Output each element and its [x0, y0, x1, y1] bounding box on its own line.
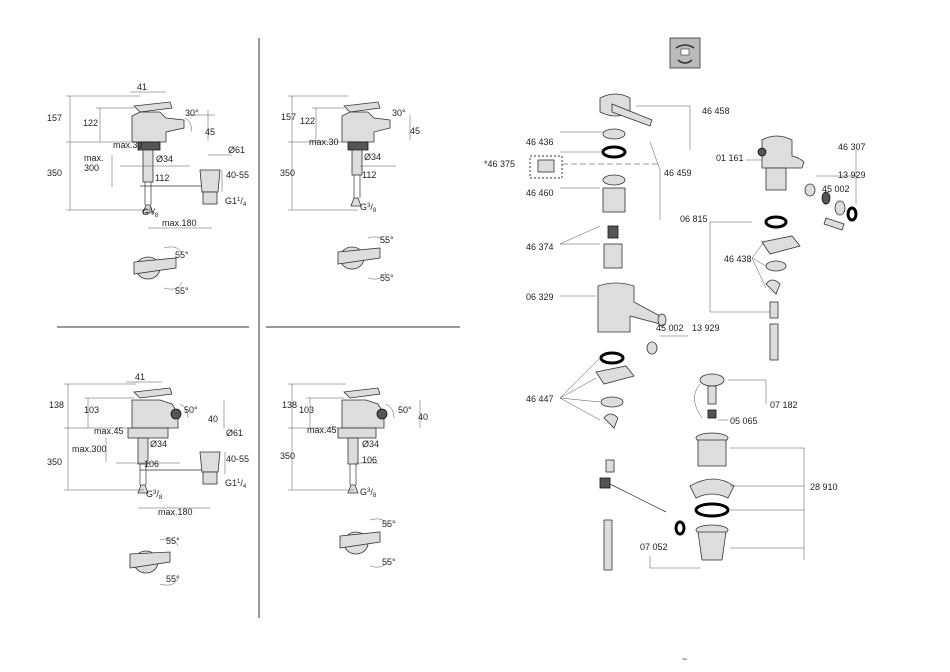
- part-06329: 06 329: [526, 292, 554, 302]
- dim-v1-40-55: 40-55: [226, 170, 249, 180]
- part-28910: 28 910: [810, 482, 838, 492]
- angle-v3-top: 55°: [166, 536, 180, 546]
- dim-v1-350: 350: [47, 168, 62, 178]
- part-46459: 46 459: [664, 168, 692, 178]
- part-07052: 07 052: [640, 542, 668, 552]
- part-45002-a: 45 002: [656, 323, 684, 333]
- dim-v4-50deg: 50°: [398, 405, 412, 415]
- dim-v2-45: 45: [410, 126, 420, 136]
- part-45002-b: 45 002: [822, 184, 850, 194]
- part-07182: 07 182: [770, 400, 798, 410]
- dim-v1-122: 122: [83, 118, 98, 128]
- part-46375: *46 375: [484, 159, 515, 169]
- dim-v3-50deg: 50°: [184, 405, 198, 415]
- dim-v3-41: 41: [135, 372, 145, 382]
- part-46374: 46 374: [526, 242, 554, 252]
- dim-v1-41: 41: [137, 82, 147, 92]
- dim-v4-40: 40: [418, 412, 428, 422]
- dim-v1-thread-g: G3/8: [142, 207, 159, 219]
- part-46458: 46 458: [702, 106, 730, 116]
- dim-v1-300: 300: [84, 163, 99, 173]
- part-46438: 46 438: [724, 254, 752, 264]
- dim-v1-d34: Ø34: [156, 154, 173, 164]
- part-13929-a: 13 929: [692, 323, 720, 333]
- dim-v2-d34: Ø34: [364, 152, 381, 162]
- dim-v3-d61: Ø61: [226, 428, 243, 438]
- exploded-view-spare-parts: 46 458 46 436 *46 375 46 460 46 459 46 3…: [484, 37, 866, 571]
- dim-v3-103: 103: [84, 405, 99, 415]
- part-46447: 46 447: [526, 394, 554, 404]
- dim-v2-30deg: 30°: [392, 108, 406, 118]
- dim-v1-30deg: 30°: [185, 108, 199, 118]
- dim-v1-112: 112: [155, 173, 169, 183]
- dim-v3-40-55: 40-55: [226, 454, 249, 464]
- dim-v4-max45: max.45: [307, 425, 337, 435]
- part-05065: 05 065: [730, 416, 758, 426]
- dim-v3-max45: max.45: [94, 426, 124, 436]
- dim-v3-thread-g: G3/8: [146, 489, 163, 501]
- dim-v4-106: 106: [362, 455, 377, 465]
- dim-v4-350: 350: [280, 451, 295, 461]
- bottom-mark: ~: [682, 654, 687, 664]
- part-06815: 06 815: [680, 214, 708, 224]
- dim-v4-d34: Ø34: [362, 439, 379, 449]
- angle-v2-bottom: 55°: [380, 273, 394, 283]
- view-2-basin-mixer: 157 122 30° 45 max.30 Ø34 350 112 G3/8 5…: [280, 95, 420, 283]
- dim-v4-thread-g: G3/8: [360, 487, 377, 499]
- dim-v2-max30: max.30: [309, 137, 339, 147]
- dim-v1-d61: Ø61: [228, 145, 245, 155]
- dim-v1-max30: max.30: [113, 140, 143, 150]
- dim-v3-d34: Ø34: [150, 439, 167, 449]
- dim-v1-max180: max.180: [162, 218, 197, 228]
- dim-v1-thread-g1: G11/4: [225, 196, 247, 208]
- angle-v4-bottom: 55°: [382, 557, 396, 567]
- dim-v1-max: max.: [84, 153, 104, 163]
- part-13929-b: 13 929: [838, 170, 866, 180]
- dim-v2-thread-g: G3/8: [360, 202, 377, 214]
- dim-v2-112: 112: [362, 170, 376, 180]
- part-46436: 46 436: [526, 137, 554, 147]
- part-01161: 01 161: [716, 153, 744, 163]
- dim-v4-138: 138: [282, 400, 297, 410]
- dim-v3-thread-g1: G11/4: [225, 478, 247, 490]
- dim-v3-350: 350: [47, 457, 62, 467]
- dim-v2-122: 122: [300, 116, 315, 126]
- dim-v1-45: 45: [205, 127, 215, 137]
- angle-v1-bottom: 55°: [175, 286, 189, 296]
- dim-v3-max300: max.300: [72, 444, 107, 454]
- angle-v4-top: 55°: [382, 519, 396, 529]
- dim-v2-350: 350: [280, 168, 295, 178]
- part-46460: 46 460: [526, 188, 554, 198]
- dim-v2-157: 157: [281, 112, 296, 122]
- view-1-basin-mixer-with-waste: 157 122 41 30° 45 max.30 max. 300 Ø34 Ø6…: [47, 82, 249, 296]
- view-4-bidet-mixer: 138 103 50° 40 max.45 Ø34 350 106 G3/8 5…: [280, 383, 428, 568]
- part-46307: 46 307: [838, 142, 866, 152]
- angle-v1-top: 55°: [175, 250, 189, 260]
- angle-v3-bottom: 55°: [166, 574, 180, 584]
- dim-v4-103: 103: [299, 405, 314, 415]
- dim-v3-40: 40: [208, 414, 218, 424]
- dim-v1-157: 157: [47, 113, 62, 123]
- view-3-bidet-mixer-with-waste: 138 103 41 50° 40 max.45 Ø34 Ø61 max.300…: [47, 372, 249, 586]
- dim-v3-106: 106: [144, 459, 159, 469]
- dim-v3-138: 138: [49, 400, 64, 410]
- dim-v3-max180: max.180: [158, 507, 193, 517]
- faucet-symbol-icon: [675, 44, 695, 64]
- angle-v2-top: 55°: [380, 235, 394, 245]
